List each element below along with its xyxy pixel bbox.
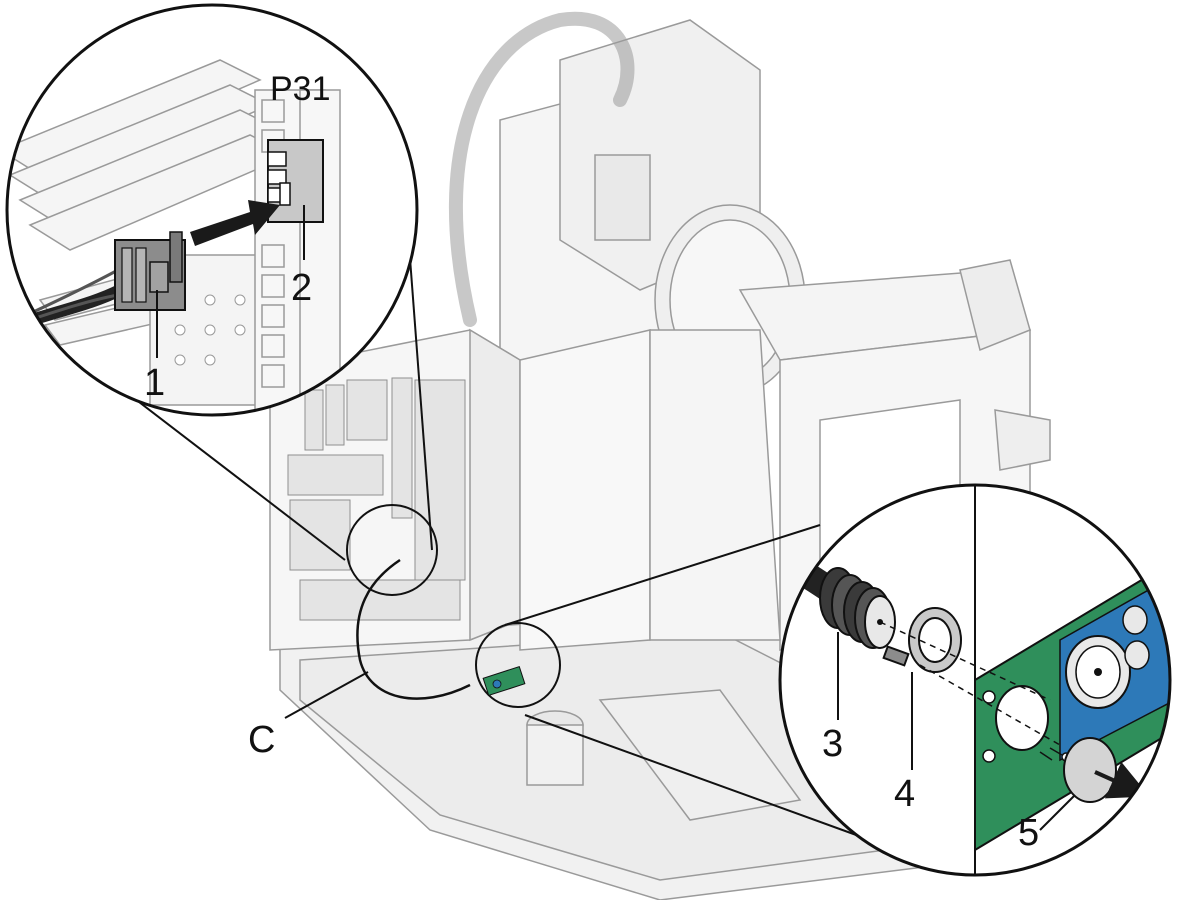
knockout-cap xyxy=(1063,737,1150,803)
detail-magnifier-power-outlet: 3 4 5 xyxy=(778,483,1172,877)
outlet-thumbnail xyxy=(482,665,526,697)
callout-5-leader xyxy=(1039,794,1076,831)
left-source-ring xyxy=(346,504,438,596)
callout-c: C xyxy=(248,719,275,761)
callout-1: 1 xyxy=(144,362,165,404)
callout-3: 3 xyxy=(822,723,843,765)
outlet-panel xyxy=(974,558,1170,852)
right-source-ring xyxy=(475,622,561,708)
receptacle-p31 xyxy=(267,139,324,223)
alignment-guides xyxy=(879,621,1061,746)
callout-5: 5 xyxy=(1018,812,1039,854)
right-magnifier-leaders xyxy=(504,524,871,841)
detail-magnifier-connector: P31 1 2 xyxy=(5,3,419,417)
callout-2: 2 xyxy=(291,267,312,309)
cable-c xyxy=(356,558,471,700)
heatsink-fins xyxy=(7,59,292,346)
callout-4: 4 xyxy=(894,773,915,815)
pcb-holes xyxy=(174,294,246,366)
insertion-arrow xyxy=(190,200,280,246)
connector-tag-p31: P31 xyxy=(270,70,331,108)
terminal-strip xyxy=(254,89,341,411)
callout-c-leader xyxy=(284,671,369,719)
control-cabinet-internals xyxy=(287,377,466,621)
